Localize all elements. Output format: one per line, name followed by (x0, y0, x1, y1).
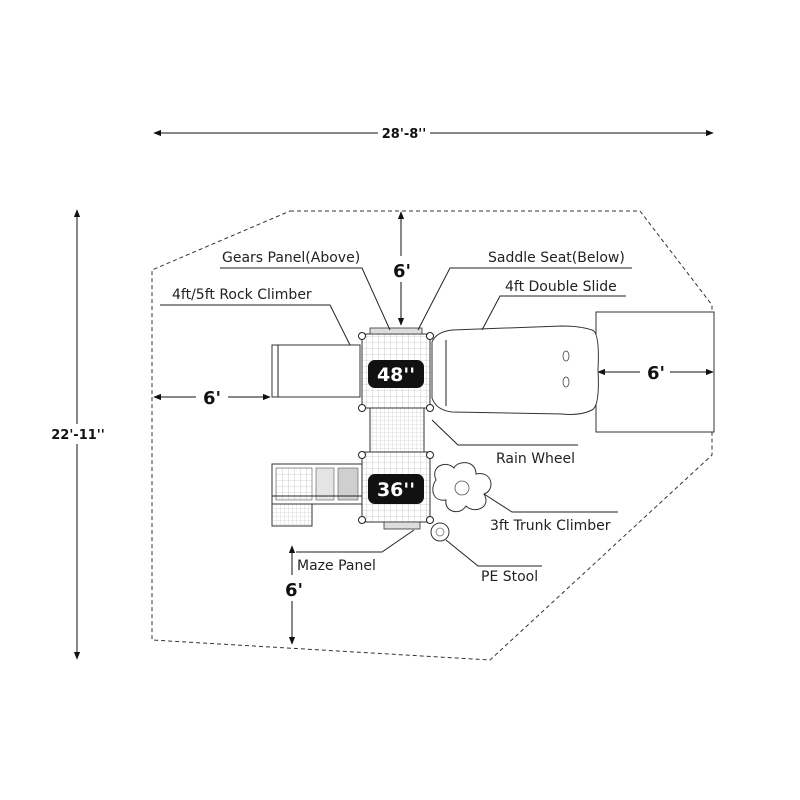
double-slide (431, 325, 599, 415)
maze-panel-structure (271, 463, 363, 527)
rock-climber (271, 344, 361, 398)
pe-stool (430, 522, 450, 542)
slide-clearance-label: 6' (647, 363, 665, 384)
rain-wheel-leader (431, 419, 578, 446)
overall-width-label: 28'-8'' (382, 127, 426, 142)
pe-stool-leader (445, 539, 542, 567)
left-clearance-label: 6' (203, 388, 221, 409)
pe-stool-label: PE Stool (481, 569, 538, 585)
upper-deck-height-label: 48'' (377, 364, 415, 386)
maze-panel-label: Maze Panel (297, 558, 376, 574)
trunk-climber (432, 462, 492, 513)
top-clearance-label: 6' (393, 261, 411, 282)
rain-wheel-label: Rain Wheel (496, 451, 575, 467)
double-slide-label: 4ft Double Slide (505, 279, 617, 295)
use-zone-boundary (151, 210, 713, 661)
trunk-climber-label: 3ft Trunk Climber (490, 518, 611, 534)
gears-panel-leader (220, 267, 391, 331)
lower-deck-height-label: 36'' (377, 479, 415, 501)
maze-panel-leader (296, 529, 415, 553)
bottom-clearance-label: 6' (285, 580, 303, 601)
lower-deck-height-badge (368, 474, 424, 504)
upper-deck: 48'' (358, 327, 434, 412)
saddle-seat-label: Saddle Seat(Below) (488, 250, 625, 266)
rock-climber-leader (160, 304, 351, 346)
double-slide-leader (481, 295, 626, 331)
gears-panel-label: Gears Panel(Above) (222, 250, 360, 266)
upper-deck-height-badge (368, 360, 424, 388)
trunk-climber-leader (483, 493, 618, 513)
saddle-seat-leader (417, 267, 632, 331)
connector-walkway (369, 407, 425, 453)
rock-climber-label: 4ft/5ft Rock Climber (172, 287, 312, 303)
overall-depth-label: 22'-11'' (51, 428, 105, 443)
lower-deck: 36'' (358, 451, 434, 530)
